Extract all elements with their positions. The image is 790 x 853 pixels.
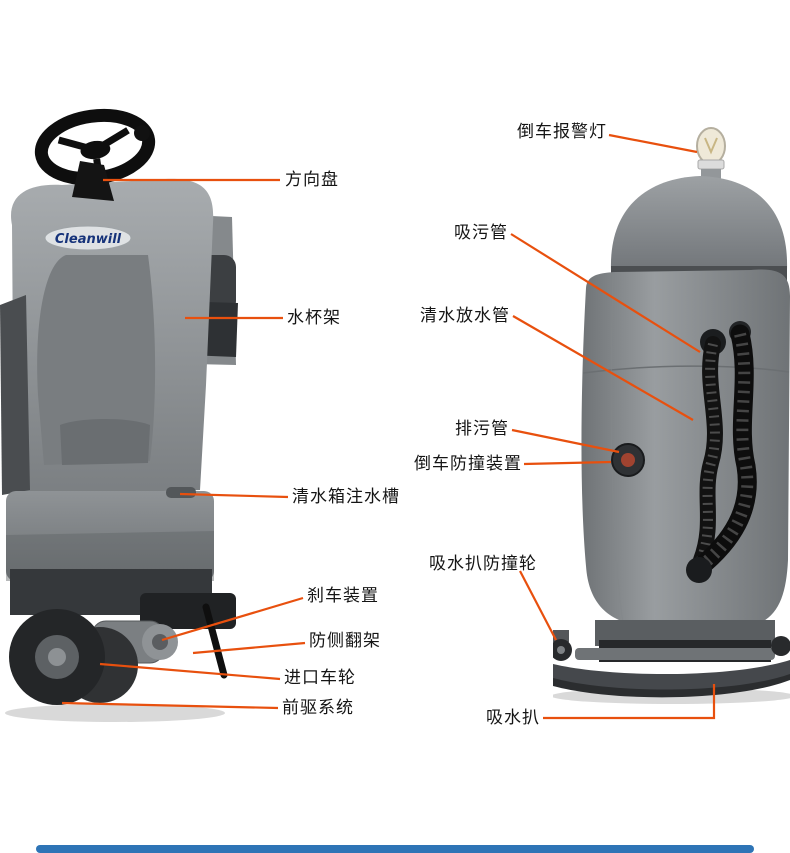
- squeegee-blade: [553, 660, 790, 692]
- warning-light: [696, 127, 726, 180]
- front-drive-assembly: [9, 609, 178, 705]
- squeegee-assembly: [553, 620, 790, 698]
- label-brake-device: 刹车装置: [307, 586, 379, 606]
- recovery-tank: [581, 269, 790, 628]
- svg-text:Cleanwill: Cleanwill: [55, 232, 122, 247]
- front-shadow: [5, 704, 225, 722]
- suction-hoses: [686, 321, 757, 583]
- rear-view-illustration: [553, 127, 790, 704]
- label-squeegee-bumper-wheel: 吸水扒防撞轮: [429, 554, 537, 574]
- label-clean-water-filler: 清水箱注水槽: [292, 487, 400, 507]
- label-clean-water-drain-hose: 清水放水管: [420, 306, 510, 326]
- label-reverse-warning-light: 倒车报警灯: [517, 122, 607, 142]
- front-cowl: [0, 178, 214, 495]
- label-front-drive-system: 前驱系统: [282, 698, 354, 718]
- bottom-divider-bar: [36, 845, 754, 853]
- label-imported-wheel: 进口车轮: [284, 668, 356, 688]
- label-reverse-bumper: 倒车防撞装置: [414, 454, 522, 474]
- label-steering-wheel: 方向盘: [285, 170, 339, 190]
- label-suction-hose: 吸污管: [454, 223, 508, 243]
- label-squeegee: 吸水扒: [486, 708, 540, 728]
- label-drain-hose: 排污管: [455, 419, 509, 439]
- line-squeegee-wheel: [519, 570, 557, 641]
- label-cup-holder: 水杯架: [287, 308, 341, 328]
- filler-slot: [166, 487, 196, 498]
- front-view-illustration: Cleanwill: [0, 108, 238, 722]
- rear-hood: [610, 176, 788, 284]
- steering-wheel: [34, 108, 156, 201]
- brand-logo: Cleanwill: [44, 225, 132, 251]
- reverse-bumper-device: [611, 443, 645, 477]
- front-wheel: [9, 609, 105, 705]
- label-anti-rollover-frame: 防侧翻架: [309, 631, 381, 651]
- squeegee-bumper-wheel-part: [553, 630, 572, 661]
- clean-water-tank: [6, 487, 214, 581]
